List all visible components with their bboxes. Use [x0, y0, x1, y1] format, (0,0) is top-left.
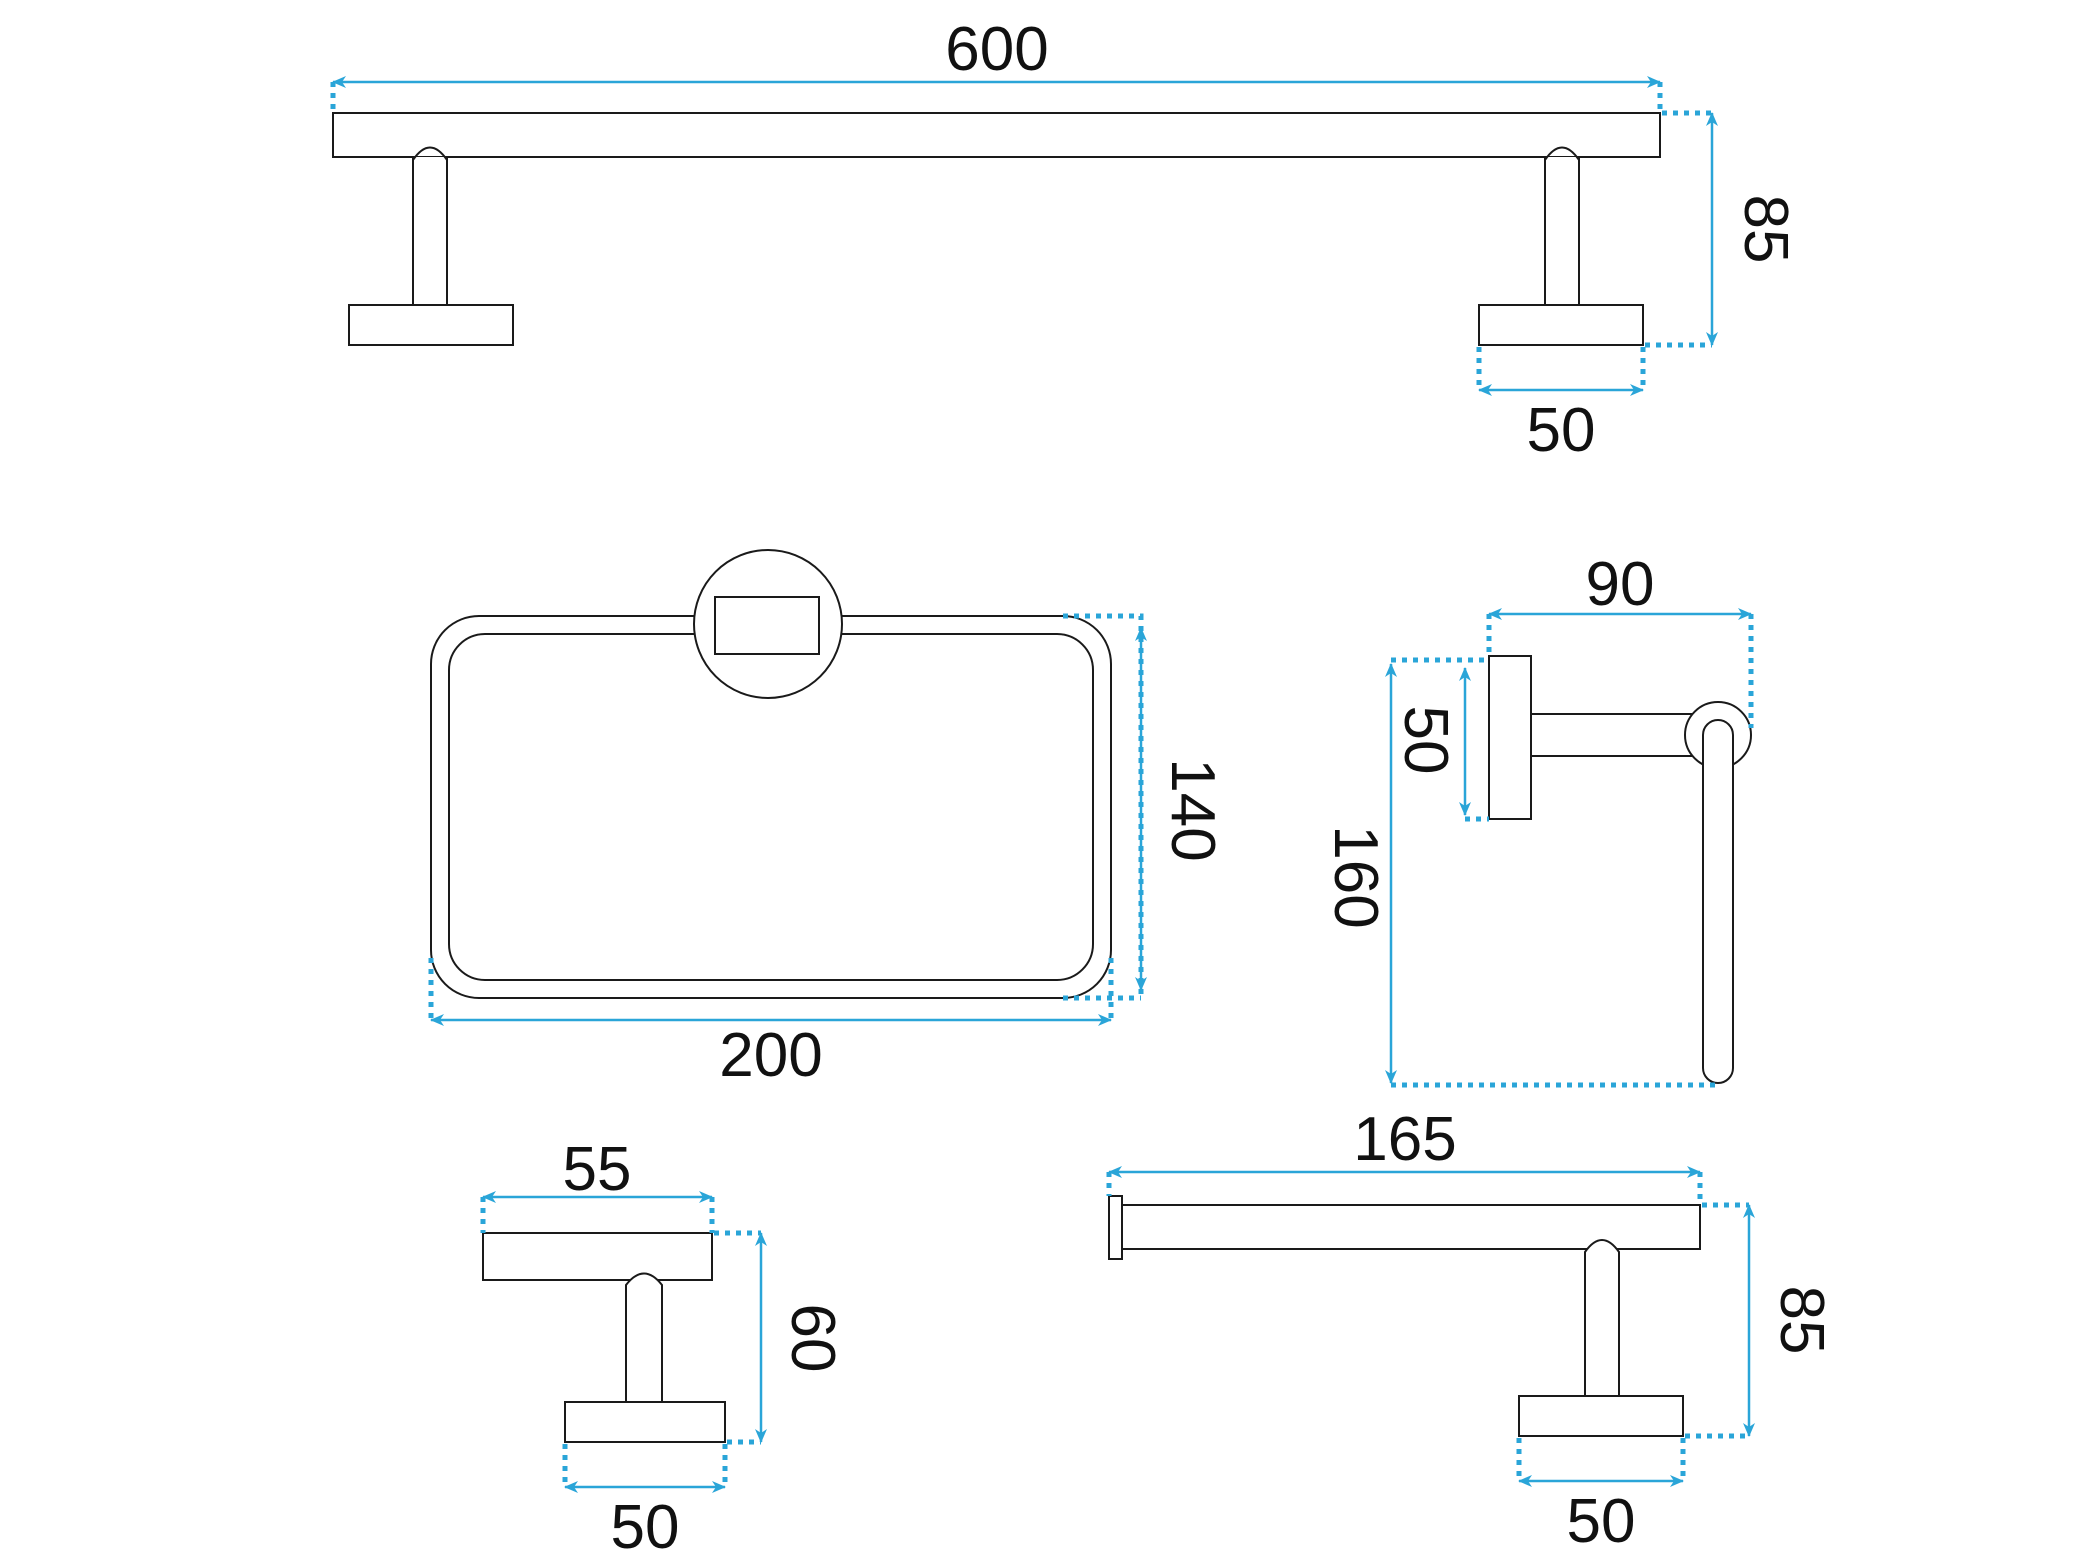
robe-hook-base-extension: [562, 1444, 728, 1487]
towel-bar-height-extension: [1645, 110, 1712, 348]
towel-ring-dimensions: 140 200: [428, 613, 1227, 1090]
towel-holder-arm: [1530, 713, 1694, 757]
towel-bar-rail: [332, 112, 1661, 158]
paper-holder-base-extension: [1516, 1438, 1686, 1481]
towel-bar-base-left: [348, 304, 514, 346]
robe-hook-post: [625, 1272, 663, 1402]
towel-ring: [430, 549, 1112, 999]
paper-holder-dimensions: 165 85 50: [1106, 1105, 1836, 1556]
paper-holder-length-label: 165: [1353, 1105, 1456, 1174]
towel-bar-post-right-cap: [1544, 146, 1580, 161]
towel-holder-width-extension: [1486, 614, 1754, 728]
towel-bar-length-label: 600: [945, 15, 1048, 84]
towel-holder: [1488, 655, 1752, 1084]
paper-holder-base-label: 50: [1567, 1487, 1636, 1556]
paper-holder: [1108, 1195, 1701, 1437]
robe-hook-base: [564, 1401, 726, 1443]
robe-hook-height-label: 60: [778, 1304, 847, 1373]
towel-bar-post-left: [412, 157, 448, 306]
robe-hook-width-label: 55: [563, 1135, 632, 1204]
towel-holder-height-label: 160: [1321, 825, 1390, 928]
paper-holder-end-cap: [1108, 1195, 1123, 1260]
paper-holder-base: [1518, 1395, 1684, 1437]
towel-bar-dimensions: 600 85 50: [330, 15, 1800, 465]
towel-holder-dimensions: 90 50 160: [1321, 550, 1754, 1088]
towel-bar-length-extension: [330, 82, 1663, 113]
towel-holder-drop-bar: [1702, 719, 1734, 1084]
paper-holder-height-label: 85: [1767, 1286, 1836, 1355]
towel-holder-base-extension: [1391, 657, 1489, 822]
paper-holder-post: [1584, 1239, 1620, 1396]
towel-holder-base-label: 50: [1391, 706, 1460, 775]
towel-ring-mount-block: [714, 596, 820, 655]
towel-bar: [332, 112, 1661, 346]
towel-bar-height-label: 85: [1731, 195, 1800, 264]
robe-hook-base-label: 50: [611, 1493, 680, 1562]
towel-holder-width-label: 90: [1586, 550, 1655, 619]
towel-ring-height-label: 140: [1158, 758, 1227, 861]
robe-hook-top-bar: [482, 1232, 713, 1281]
towel-ring-width-label: 200: [719, 1021, 822, 1090]
towel-holder-base-plate: [1488, 655, 1532, 820]
robe-hook: [482, 1232, 726, 1443]
paper-holder-height-extension: [1685, 1202, 1749, 1439]
towel-bar-base-extension: [1476, 347, 1646, 390]
towel-bar-post-right: [1544, 157, 1580, 306]
paper-holder-length-extension: [1106, 1172, 1703, 1205]
robe-hook-height-extension: [714, 1230, 761, 1445]
towel-bar-post-left-cap: [412, 146, 448, 161]
paper-holder-rail: [1121, 1204, 1701, 1250]
towel-bar-base-label: 50: [1527, 396, 1596, 465]
robe-hook-dimensions: 55 60 50: [480, 1135, 847, 1562]
towel-bar-base-right: [1478, 304, 1644, 346]
